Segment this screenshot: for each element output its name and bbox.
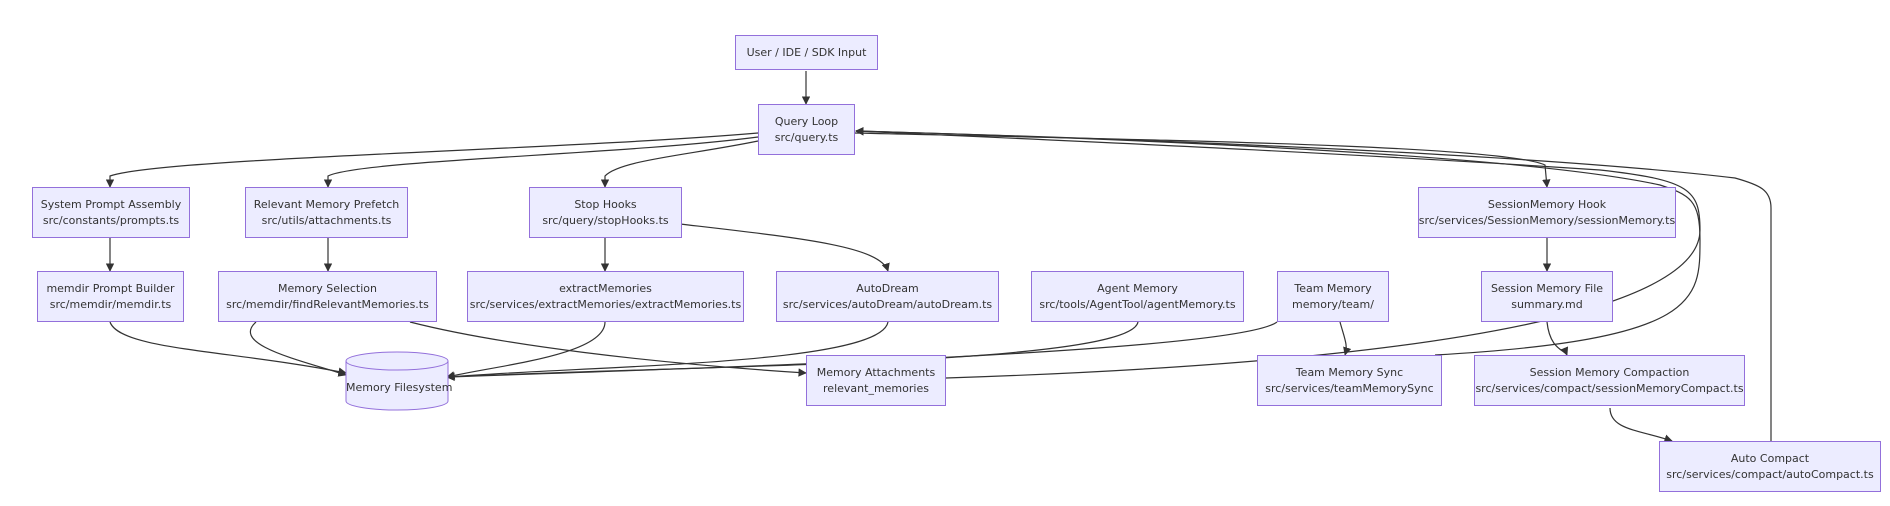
node-title: Memory Attachments <box>816 365 936 379</box>
node-subtitle: src/services/compact/sessionMemoryCompac… <box>1475 381 1744 395</box>
node-title: SessionMemory Hook <box>1487 197 1607 211</box>
edge-auto-compact-to-query-loop <box>855 127 1772 441</box>
node-agent-memory: Agent Memory src/tools/AgentTool/agentMe… <box>1031 271 1244 322</box>
edge-session-compact-to-auto-compact <box>1609 407 1673 443</box>
edge-query-loop-to-stop-hooks <box>600 140 759 188</box>
node-subtitle: summary.md <box>1511 297 1583 311</box>
node-query-loop: Query Loop src/query.ts <box>758 104 855 155</box>
node-title: Memory Selection <box>278 281 377 295</box>
node-title: extractMemories <box>559 281 652 295</box>
edge-auto-dream-to-memory-fs <box>446 321 889 381</box>
node-team-memory-sync: Team Memory Sync src/services/teamMemory… <box>1257 355 1442 406</box>
node-session-memory-compaction: Session Memory Compaction src/services/c… <box>1474 355 1745 406</box>
edge-team-memory-to-memory-fs <box>446 321 1278 381</box>
node-title: Relevant Memory Prefetch <box>253 197 400 211</box>
node-session-memory-file: Session Memory File summary.md <box>1481 271 1613 322</box>
edge-stop-hooks-to-auto-dream <box>679 223 890 272</box>
node-title: memdir Prompt Builder <box>46 281 175 295</box>
node-subtitle: src/services/SessionMemory/sessionMemory… <box>1418 213 1676 227</box>
node-relevant-memory-prefetch: Relevant Memory Prefetch src/utils/attac… <box>245 187 408 238</box>
edge-memdir-builder-to-memory-fs <box>109 321 347 376</box>
node-subtitle: src/query.ts <box>774 130 839 144</box>
edge-memory-attach-to-query-loop <box>855 127 1701 379</box>
node-autodream: AutoDream src/services/autoDream/autoDre… <box>776 271 999 322</box>
node-subtitle: memory/team/ <box>1292 297 1374 311</box>
node-subtitle: src/services/extractMemories/extractMemo… <box>469 297 742 311</box>
edge-memory-selection-to-memory-fs <box>249 321 347 377</box>
node-title: Team Memory <box>1294 281 1372 295</box>
node-title: Auto Compact <box>1730 451 1810 465</box>
node-subtitle: src/query/stopHooks.ts <box>542 213 669 227</box>
node-title: Team Memory Sync <box>1295 365 1404 379</box>
node-subtitle: relevant_memories <box>823 381 929 395</box>
node-title: Query Loop <box>774 114 839 128</box>
node-subtitle: src/constants/prompts.ts <box>42 213 180 227</box>
node-title: Agent Memory <box>1097 281 1178 295</box>
node-extract-memories: extractMemories src/services/extractMemo… <box>467 271 744 322</box>
node-title: Session Memory Compaction <box>1529 365 1690 379</box>
node-input: User / IDE / SDK Input <box>735 35 878 70</box>
node-subtitle: src/services/autoDream/autoDream.ts <box>782 297 993 311</box>
node-subtitle: src/memdir/findRelevantMemories.ts <box>226 297 429 311</box>
node-stop-hooks: Stop Hooks src/query/stopHooks.ts <box>529 187 682 238</box>
edge-team-memory-to-team-sync <box>1339 321 1352 356</box>
node-sessionmemory-hook: SessionMemory Hook src/services/SessionM… <box>1418 187 1676 238</box>
edge-extract-memories-to-memory-fs <box>446 321 606 380</box>
edge-session-file-to-session-compact <box>1546 321 1569 356</box>
edge-agent-memory-to-memory-fs <box>446 321 1139 381</box>
edge-query-loop-to-relevant-prefetch <box>323 136 759 188</box>
node-memdir-prompt-builder: memdir Prompt Builder src/memdir/memdir.… <box>37 271 184 322</box>
node-auto-compact: Auto Compact src/services/compact/autoCo… <box>1659 441 1881 492</box>
node-title: User / IDE / SDK Input <box>746 45 867 59</box>
node-memory-filesystem-label: Memory Filesystem <box>346 381 453 394</box>
node-subtitle: src/services/compact/autoCompact.ts <box>1666 467 1874 481</box>
node-team-memory: Team Memory memory/team/ <box>1277 271 1389 322</box>
node-subtitle: src/utils/attachments.ts <box>261 213 392 227</box>
edge-query-loop-to-system-prompt <box>105 132 759 188</box>
node-title: Session Memory File <box>1490 281 1604 295</box>
node-subtitle: src/tools/AgentTool/agentMemory.ts <box>1039 297 1236 311</box>
edge-memory-selection-to-memory-attach <box>409 321 807 377</box>
node-title: System Prompt Assembly <box>40 197 182 211</box>
node-memory-attachments: Memory Attachments relevant_memories <box>806 355 946 406</box>
node-system-prompt-assembly: System Prompt Assembly src/constants/pro… <box>32 187 190 238</box>
node-subtitle: src/memdir/memdir.ts <box>49 297 172 311</box>
memory-filesystem-cylinder <box>345 351 449 411</box>
node-subtitle: src/services/teamMemorySync <box>1265 381 1434 395</box>
node-memory-selection: Memory Selection src/memdir/findRelevant… <box>218 271 437 322</box>
node-title: AutoDream <box>856 281 919 295</box>
node-title: Stop Hooks <box>574 197 637 211</box>
